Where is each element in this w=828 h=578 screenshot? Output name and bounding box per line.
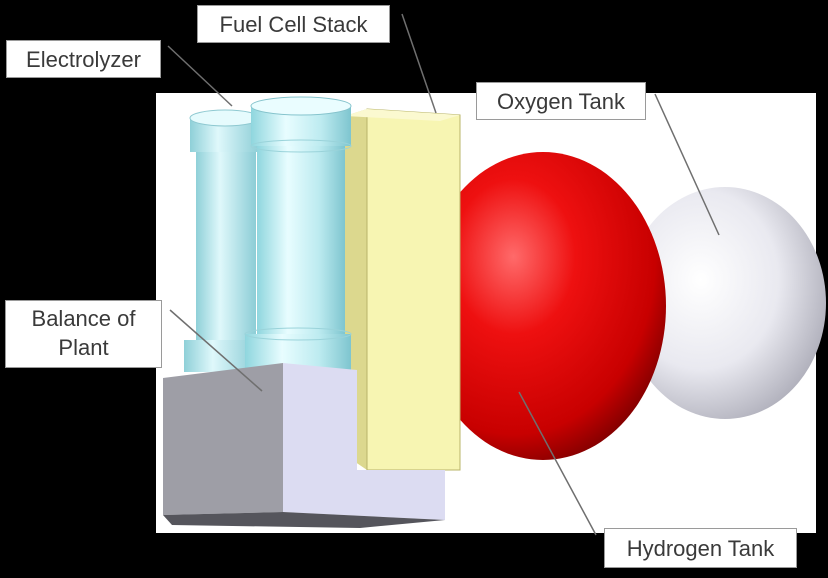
oxygen-tank-label-text: Oxygen Tank <box>496 89 625 114</box>
fuel-cell-stack-label: Fuel Cell Stack <box>197 5 390 43</box>
balance-of-plant-label: Balance of Plant <box>5 300 162 368</box>
balance-of-plant-label-line2: Plant <box>58 335 109 360</box>
oxygen-tank <box>624 187 826 419</box>
fuel-cell-stack <box>345 108 461 471</box>
leader-lines <box>167 13 720 536</box>
electrolyzer-leader-line <box>167 45 233 107</box>
balance-of-plant-label-line1: Balance of <box>31 306 136 331</box>
oxygen-tank-label: Oxygen Tank <box>476 82 646 120</box>
electrolyzer-front-cylinder <box>244 96 352 370</box>
oxygen-leader-line <box>654 93 720 236</box>
balance-leader-line <box>169 309 263 392</box>
fuel-cell-leader-line <box>401 13 437 114</box>
hydrogen-tank-label-text: Hydrogen Tank <box>626 536 775 561</box>
electrolyzer-label: Electrolyzer <box>6 40 161 78</box>
electrolyzer-label-text: Electrolyzer <box>26 47 141 72</box>
hydrogen-tank <box>420 152 666 460</box>
electrolyzer-back-cylinder <box>184 109 261 372</box>
hydrogen-leader-line <box>518 391 597 536</box>
balance-of-plant-box <box>163 363 445 528</box>
fuel-cell-stack-label-text: Fuel Cell Stack <box>219 12 368 37</box>
hydrogen-tank-label: Hydrogen Tank <box>604 528 797 568</box>
